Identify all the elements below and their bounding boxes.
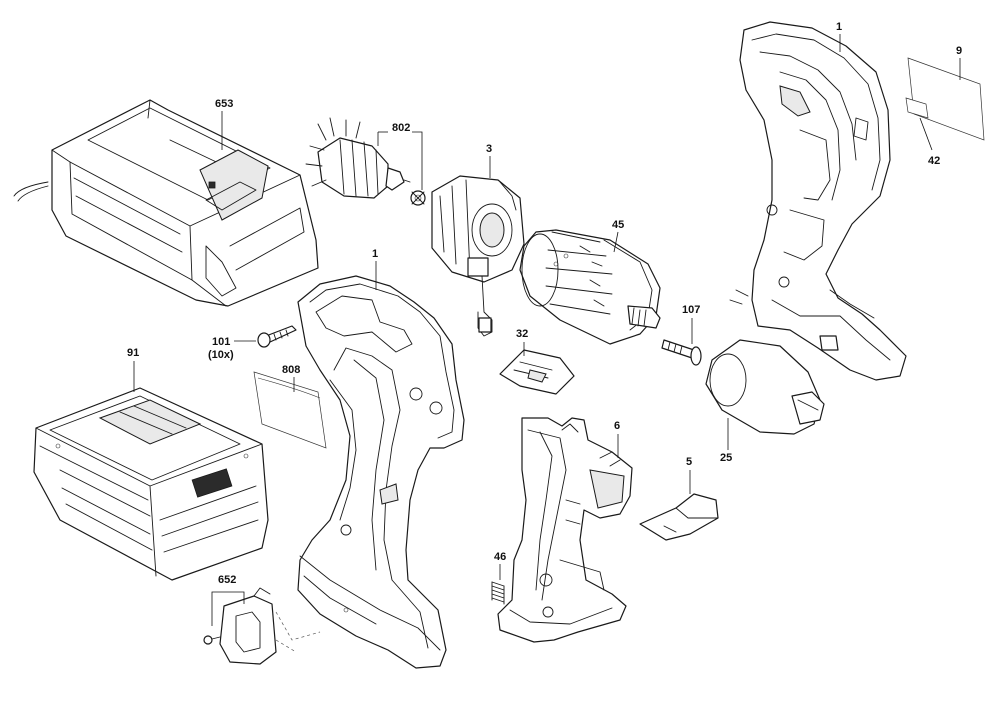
callout-107: 107 — [682, 304, 700, 344]
part-45-gearbox — [519, 229, 661, 345]
part-653-charger — [13, 99, 319, 307]
callout-802-label: 802 — [392, 122, 410, 134]
part-652-belt-clip — [203, 587, 321, 665]
callout-652: 652 — [211, 574, 245, 626]
callout-808: 808 — [282, 364, 300, 392]
callout-46-label: 46 — [494, 551, 506, 563]
part-9-label-sheet — [907, 57, 985, 141]
callout-101-quantity: (10x) — [208, 349, 234, 361]
callout-32: 32 — [516, 328, 528, 356]
part-808-label-sheet — [253, 371, 327, 449]
part-101-screw — [257, 325, 297, 348]
part-1-housing-right-half — [729, 21, 907, 381]
callout-46: 46 — [494, 551, 506, 580]
part-42-small-label — [905, 97, 929, 119]
part-5-rotation-slide — [639, 493, 719, 541]
part-46-spring — [491, 581, 505, 605]
callout-1-left-label: 1 — [372, 248, 378, 260]
callout-1-left: 1 — [372, 248, 378, 290]
callout-42-label: 42 — [928, 155, 940, 167]
callout-9-label: 9 — [956, 45, 962, 57]
callout-3: 3 — [486, 143, 492, 178]
callout-653: 653 — [215, 98, 233, 150]
part-6-switch-electronics — [497, 417, 633, 643]
callout-45-label: 45 — [612, 219, 624, 231]
part-32-switch-slide — [499, 349, 575, 395]
part-1-housing-left-half — [297, 275, 465, 669]
callout-42: 42 — [919, 117, 940, 167]
callout-25-label: 25 — [720, 452, 732, 464]
callout-107-label: 107 — [682, 304, 700, 316]
callout-45: 45 — [612, 219, 624, 253]
callout-6-label: 6 — [614, 420, 620, 432]
part-25-keyless-chuck — [705, 339, 825, 435]
callout-32-label: 32 — [516, 328, 528, 340]
callout-808-label: 808 — [282, 364, 300, 376]
part-802-motor-armature — [305, 117, 426, 206]
callout-802: 802 — [377, 122, 423, 190]
part-3-motor-housing — [431, 175, 525, 337]
callout-91: 91 — [127, 347, 139, 392]
callout-1-right-label: 1 — [836, 21, 842, 33]
callout-25: 25 — [720, 418, 732, 464]
callout-652-label: 652 — [218, 574, 236, 586]
callout-91-label: 91 — [127, 347, 139, 359]
callout-5-label: 5 — [686, 456, 692, 468]
callout-9: 9 — [956, 45, 962, 80]
part-91-battery-pack — [33, 387, 269, 581]
callout-101-label: 101 — [212, 336, 230, 348]
callout-3-label: 3 — [486, 143, 492, 155]
part-107-chuck-screw — [661, 339, 702, 366]
callout-101: 101 (10x) — [208, 336, 256, 361]
callout-6: 6 — [614, 420, 620, 458]
callout-1-right: 1 — [836, 21, 842, 52]
callout-5: 5 — [686, 456, 692, 494]
callout-653-label: 653 — [215, 98, 233, 110]
